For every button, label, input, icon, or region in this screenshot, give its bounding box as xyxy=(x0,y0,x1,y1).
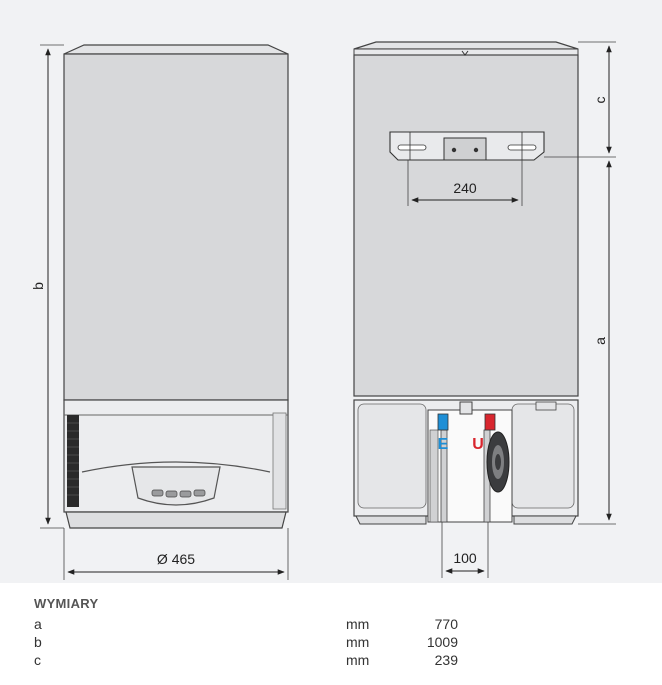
front-control-buttons xyxy=(151,489,206,498)
side-view: E U xyxy=(353,41,579,525)
row-unit: mm xyxy=(346,652,370,668)
row-value: 1009 xyxy=(426,634,458,650)
front-vent-grille xyxy=(67,415,79,507)
dimension-pipe-spacing: 100 xyxy=(441,522,489,578)
dimension-bracket-width: 240 xyxy=(407,160,523,206)
dimension-b-label: b xyxy=(30,282,46,290)
dimension-diameter: Ø 465 xyxy=(63,528,289,580)
row-value: 770 xyxy=(434,616,458,632)
row-key: b xyxy=(34,634,42,650)
row-unit: mm xyxy=(346,616,370,632)
dimension-bracket-width-label: 240 xyxy=(453,180,477,196)
outlet-label: U xyxy=(472,436,484,453)
anode-flange xyxy=(486,431,510,493)
front-side-recess xyxy=(272,412,287,510)
side-top-cap xyxy=(353,41,579,50)
dimension-diameter-label: Ø 465 xyxy=(157,551,195,567)
dimension-b: b xyxy=(30,44,64,529)
outlet-cap xyxy=(484,413,496,431)
table-row: b mm 1009 xyxy=(0,634,662,652)
row-value: 239 xyxy=(434,652,458,668)
table-row: c mm 239 xyxy=(0,652,662,670)
row-unit: mm xyxy=(346,634,370,650)
dimension-a: a xyxy=(578,160,616,525)
inlet-cap xyxy=(437,413,449,431)
row-key: c xyxy=(34,652,41,668)
front-view xyxy=(63,44,289,529)
technical-drawing: b Ø 465 xyxy=(0,0,662,583)
dimension-pipe-spacing-label: 100 xyxy=(453,550,477,566)
mounting-bracket xyxy=(389,131,545,161)
front-body xyxy=(63,53,289,401)
inlet-label: E xyxy=(438,436,449,453)
dimension-c: c xyxy=(544,41,616,158)
front-control-panel xyxy=(81,461,271,473)
dimensions-table-title: WYMIARY xyxy=(34,596,99,611)
front-base-tray xyxy=(65,511,287,529)
dimension-c-label: c xyxy=(592,97,608,104)
table-row: a mm 770 xyxy=(0,616,662,634)
dimensions-table: WYMIARY a mm 770 b mm 1009 c mm 239 xyxy=(0,583,662,685)
front-top-cap xyxy=(63,44,289,55)
side-body xyxy=(353,54,579,397)
row-key: a xyxy=(34,616,42,632)
dimension-a-label: a xyxy=(592,337,608,345)
